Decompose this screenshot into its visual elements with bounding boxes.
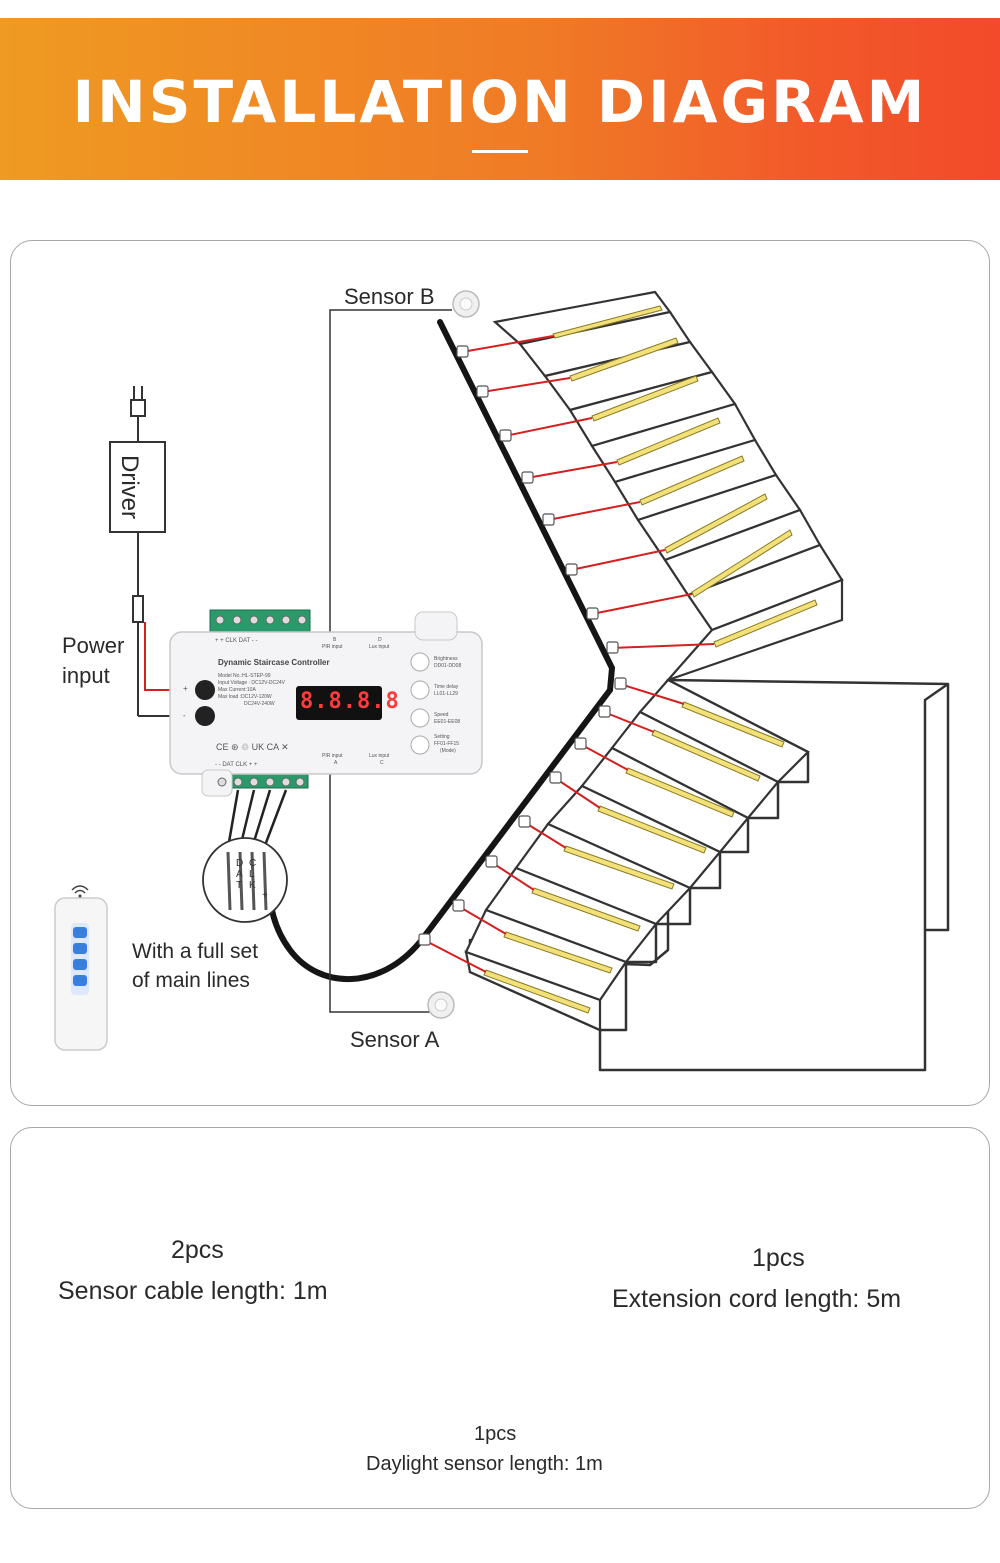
upper-led-strips — [552, 305, 818, 648]
controller-plus-terminal: + — [183, 684, 188, 693]
power-plug-icon — [130, 386, 146, 442]
sensor-cable-qty: 2pcs — [171, 1236, 224, 1264]
power-input-label-line2: input — [62, 663, 110, 688]
main-lines-label-line1: With a full set — [132, 940, 259, 963]
lux-c-label: Lux input — [369, 753, 390, 759]
controller-minus-terminal: - — [183, 711, 186, 720]
controller-spec-load1: Max load :DC12V-120W — [218, 694, 272, 700]
red-wires — [423, 335, 715, 973]
pir-a-label: PIR input — [322, 753, 343, 759]
controller-top-pins: + + CLK DAT - - — [215, 638, 258, 644]
lower-led-strips — [483, 701, 785, 1014]
driver-label: Driver — [116, 455, 143, 519]
speed-range: EE01-EE08 — [434, 719, 461, 725]
controller-spec-voltage: Input Voltage : DC12V-DC24V — [218, 680, 285, 686]
connector-pin-k: K — [249, 880, 256, 891]
connector-pin-a: A — [236, 869, 243, 880]
speed-label: Speed — [434, 712, 449, 718]
controller-spec-load2: DC24V-240W — [244, 701, 275, 707]
driver-red-wire — [144, 622, 172, 691]
extension-cord-qty: 1pcs — [752, 1244, 805, 1272]
main-cable — [266, 319, 616, 982]
daylight-sensor-desc: Daylight sensor length: 1m — [366, 1453, 603, 1475]
sensor-b-label: Sensor B — [344, 284, 435, 309]
power-input-label-line1: Power — [62, 633, 125, 658]
lux-d-letter: D — [378, 637, 382, 643]
setting-range: FF01-FF15 — [434, 741, 460, 747]
sensor-a-label: Sensor A — [350, 1027, 440, 1052]
controller-body — [169, 609, 483, 797]
controller-display: 8.8.8.8 — [300, 689, 400, 714]
connector-pins-icon — [226, 851, 268, 911]
controller-bottom-pins: - - DAT CLK + + — [215, 762, 258, 768]
pir-a-letter: A — [334, 760, 338, 766]
controller-title: Dynamic Staircase Controller — [218, 658, 330, 667]
controller-spec-current: Max Current:10A — [218, 687, 256, 693]
time-delay-range: LL01-LL29 — [434, 691, 458, 697]
lux-d-label: Lux input — [369, 644, 390, 650]
upper-treads — [492, 290, 844, 683]
connector-detail — [202, 837, 288, 923]
strip-connectors — [418, 345, 627, 946]
controller-certifications: CE ⊛ ♲ UK CA ✕ — [216, 742, 289, 752]
pir-b-letter: B — [333, 637, 337, 643]
lower-treads — [464, 678, 810, 1032]
sensor-cable-desc: Sensor cable length: 1m — [58, 1277, 328, 1305]
brightness-range: DD01-DD08 — [434, 663, 462, 669]
extension-cord-desc: Extension cord length: 5m — [612, 1285, 902, 1313]
time-delay-label: Time delay — [434, 684, 459, 690]
remote-control-icon — [54, 885, 108, 1051]
title-underline — [472, 150, 528, 153]
setting-mode: (Mode) — [440, 748, 456, 754]
connector-pin-c: C — [249, 858, 257, 869]
sensor-b-icon — [452, 290, 480, 318]
header-banner: INSTALLATION DIAGRAM — [0, 18, 1000, 180]
connector-pin-l: L — [249, 869, 255, 880]
controller-spec-model: Model No.:HL-STEP-99 — [218, 673, 271, 679]
setting-label: Setting — [434, 734, 450, 740]
driver-cable — [132, 532, 172, 717]
connector-pin-t: T — [236, 880, 243, 891]
connector-pin-d: D — [236, 858, 244, 869]
main-lines-label-line2: of main lines — [132, 969, 250, 992]
pir-b-label: PIR input — [322, 644, 343, 650]
daylight-sensor-qty: 1pcs — [474, 1423, 517, 1445]
brightness-label: Brightness — [434, 656, 458, 662]
driver-box — [109, 441, 166, 533]
terminal-screws — [215, 615, 307, 787]
controller-output-wires — [226, 789, 288, 849]
sensor-a-icon — [427, 991, 455, 1019]
lux-c-letter: C — [380, 760, 384, 766]
accessories-panel — [10, 1127, 990, 1509]
connector-pin-plus: + — [262, 890, 268, 901]
page-title: INSTALLATION DIAGRAM — [72, 68, 928, 136]
